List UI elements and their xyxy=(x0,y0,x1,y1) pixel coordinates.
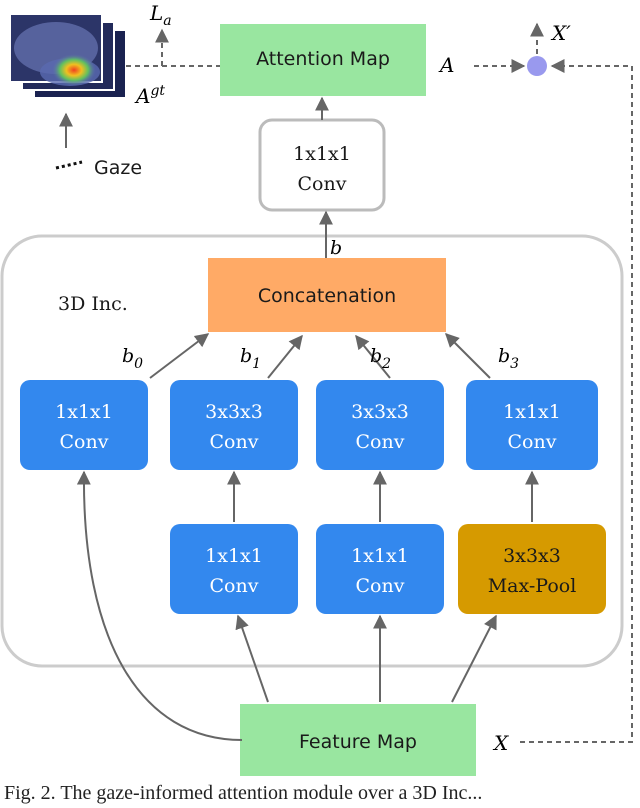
branch3-to-concat-arrow xyxy=(445,333,491,379)
concatenation-label: Concatenation xyxy=(258,285,396,307)
gaze-frames-thumbnail xyxy=(9,13,127,99)
multiply-node xyxy=(527,56,547,76)
feature-to-maxpool-arrow xyxy=(451,614,497,703)
feature-to-branch1-arrow xyxy=(235,614,269,703)
attention-map-label: Attention Map xyxy=(256,48,390,70)
module-label: 3D Inc. xyxy=(58,293,128,315)
gaze-label: Gaze xyxy=(94,157,142,179)
branch0-conv-box xyxy=(20,380,148,470)
feature-map-box xyxy=(240,704,476,776)
output-label: X′ xyxy=(550,21,571,45)
branch3-conv-box xyxy=(466,380,598,470)
b1-label: b1 xyxy=(240,345,261,372)
branch2-reduce-box xyxy=(316,524,444,614)
gaze-dotted-icon xyxy=(55,160,83,170)
loss-label: La xyxy=(149,1,172,29)
feature-map-label: Feature Map xyxy=(299,731,417,753)
inception-module-container xyxy=(0,234,624,668)
branch2-conv-box xyxy=(316,380,444,470)
b0-label: b0 xyxy=(122,345,143,372)
branch0-to-concat-arrow xyxy=(149,333,210,379)
figure-caption: Fig. 2. The gaze-informed attention modu… xyxy=(4,782,483,804)
branch1-to-concat-arrow xyxy=(267,334,303,379)
input-symbol: X xyxy=(492,731,509,755)
input-skip-dashed xyxy=(520,59,633,743)
branch1-reduce-box xyxy=(170,524,298,614)
attention-symbol: A xyxy=(438,53,454,77)
attention-map-box xyxy=(220,24,426,96)
maxpool-box xyxy=(458,524,606,614)
gt-label: Agt xyxy=(134,83,165,108)
concat-output-symbol: b xyxy=(330,237,342,259)
concatenation-box xyxy=(208,258,446,332)
b3-label: b3 xyxy=(498,345,519,372)
conv-top-box xyxy=(258,118,386,212)
feature-to-branch0-arrow xyxy=(76,470,243,741)
branch2-to-concat-arrow xyxy=(355,334,391,379)
b2-label: b2 xyxy=(370,345,391,372)
branch1-conv-box xyxy=(170,380,298,470)
